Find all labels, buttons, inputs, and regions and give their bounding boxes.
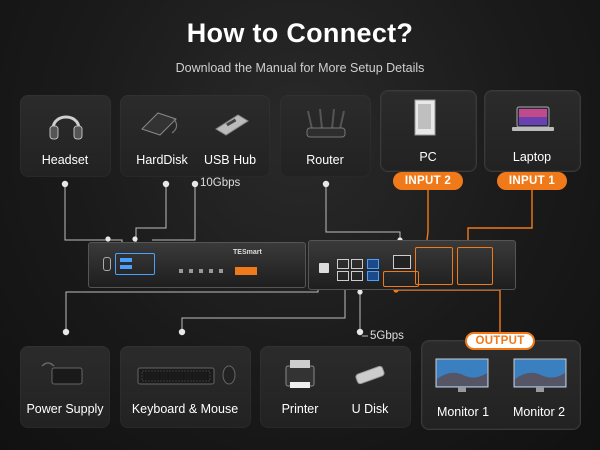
power-supply-label: Power Supply bbox=[26, 402, 104, 416]
printer-udisk-card: Printer U Disk bbox=[260, 346, 411, 428]
page-subtitle: Download the Manual for More Setup Detai… bbox=[175, 61, 425, 75]
headset-label: Headset bbox=[41, 153, 89, 167]
output-ports bbox=[383, 271, 419, 287]
pc-card: PC bbox=[380, 90, 477, 172]
monitor-2-label: Monitor 2 bbox=[512, 405, 566, 419]
kvm-rear-panel bbox=[308, 240, 516, 290]
input-1-ports bbox=[457, 247, 493, 285]
monitors-card: Monitor 1 Monitor 2 bbox=[421, 340, 581, 430]
kvm-front-panel: TESmart bbox=[88, 242, 306, 288]
front-buttons bbox=[179, 269, 227, 273]
front-display bbox=[235, 267, 257, 275]
headset-icon bbox=[49, 115, 83, 140]
laptop-label: Laptop bbox=[512, 150, 552, 164]
printer-icon bbox=[285, 360, 315, 388]
harddisk-label: HardDisk bbox=[136, 153, 188, 167]
headset-card: Headset bbox=[20, 95, 111, 177]
page-title: How to Connect? bbox=[186, 18, 414, 48]
monitor-2-icon bbox=[513, 358, 567, 392]
output-badge: OUTPUT bbox=[465, 332, 535, 350]
mouse-icon bbox=[222, 365, 236, 385]
storage-card: HardDisk USB Hub bbox=[120, 95, 270, 177]
router-icon bbox=[306, 108, 346, 138]
printer-label: Printer bbox=[281, 402, 319, 416]
keyboard-mouse-card: Keyboard & Mouse bbox=[120, 346, 251, 428]
input-2-badge: INPUT 2 bbox=[393, 172, 463, 190]
brand-logo: TESmart bbox=[233, 249, 262, 256]
power-port bbox=[319, 263, 329, 273]
speed-10gbps: 10Gbps bbox=[200, 177, 241, 189]
usb-hub-label: USB Hub bbox=[203, 153, 257, 167]
power-adapter-icon bbox=[41, 362, 83, 385]
pc-label: PC bbox=[419, 150, 437, 164]
rear-usb-ports bbox=[337, 259, 381, 283]
monitor-1-icon bbox=[435, 358, 489, 392]
laptop-icon bbox=[512, 106, 554, 131]
input-2-ports bbox=[415, 247, 453, 285]
router-label: Router bbox=[306, 153, 344, 167]
ethernet-port bbox=[393, 255, 411, 269]
keyboard-icon bbox=[137, 367, 215, 385]
monitor-1-label: Monitor 1 bbox=[436, 405, 490, 419]
keyboard-mouse-label: Keyboard & Mouse bbox=[131, 402, 239, 416]
front-audio-jack bbox=[103, 257, 111, 271]
laptop-card: Laptop bbox=[484, 90, 581, 172]
pc-tower-icon bbox=[414, 99, 436, 136]
front-usb-ports bbox=[115, 253, 155, 275]
u-disk-label: U Disk bbox=[351, 402, 389, 416]
harddisk-icon bbox=[141, 112, 178, 136]
u-disk-icon bbox=[355, 365, 385, 385]
usb-hub-icon bbox=[215, 114, 249, 136]
router-card: Router bbox=[280, 95, 371, 177]
input-1-badge: INPUT 1 bbox=[497, 172, 567, 190]
speed-5gbps: 5Gbps bbox=[370, 330, 404, 342]
power-supply-card: Power Supply bbox=[20, 346, 110, 428]
